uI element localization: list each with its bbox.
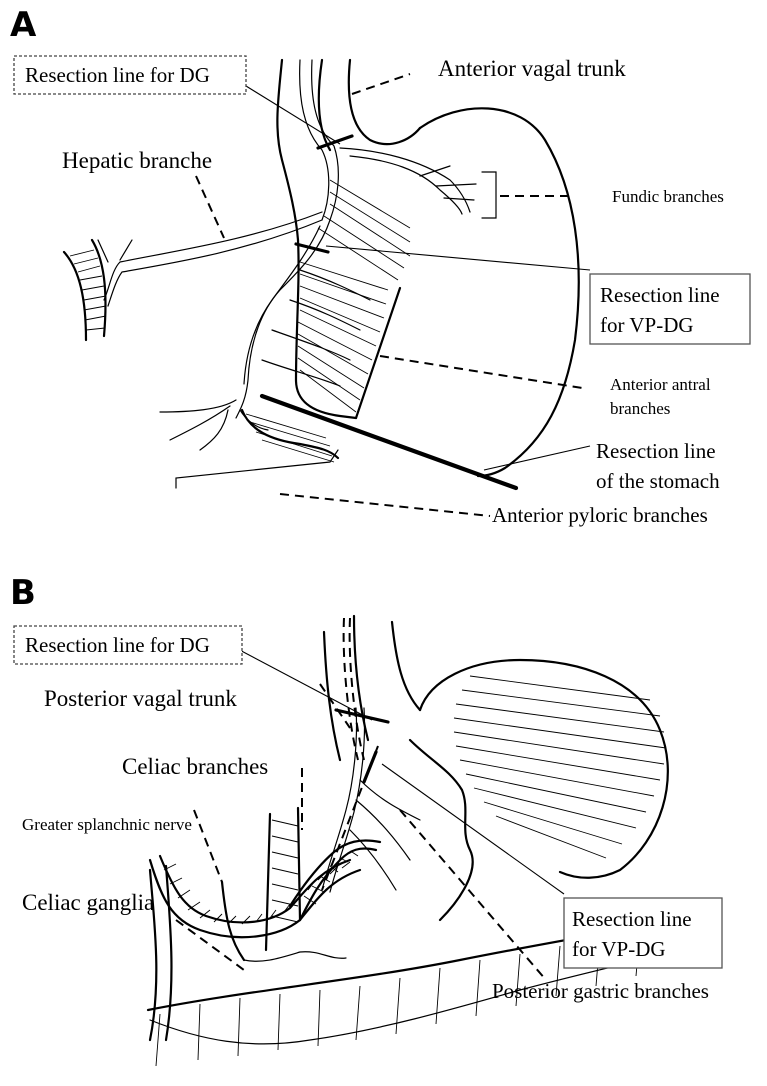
posterior-vagal-trunk-label: Posterior vagal trunk — [44, 686, 237, 711]
posterior-gastric-label: Posterior gastric branches — [492, 979, 709, 1003]
fundus-hatching — [454, 676, 666, 858]
posterior-gastric-pointer — [400, 810, 546, 980]
hepatic-vessel-left — [64, 252, 86, 340]
panel-a-letter: A — [10, 5, 37, 45]
anterior-antral-pointer — [380, 356, 582, 388]
hepatic-branche-pointer — [196, 176, 224, 238]
antrum-hatching — [298, 262, 388, 412]
panel-a: A — [10, 5, 750, 527]
dg-label-b: Resection line for DG — [25, 633, 210, 657]
anterior-vagal-trunk-pointer — [352, 74, 410, 94]
stomach-resection-label-line1: Resection line — [596, 439, 716, 463]
hepatic-branche-label: Hepatic branche — [62, 148, 212, 173]
crus-hatching — [272, 820, 298, 922]
vpdg-resection-mark-b — [364, 752, 376, 782]
stomach-greater-curvature — [420, 108, 579, 476]
hepatic-branch-ends — [98, 240, 132, 262]
celiac-ganglia-label: Celiac ganglia — [22, 890, 154, 915]
vpdg-label-b-line1: Resection line — [572, 907, 692, 931]
anterior-pyloric-label: Anterior pyloric branches — [492, 503, 708, 527]
hepatic-branch-2 — [108, 220, 322, 306]
fundus-outline — [420, 660, 668, 878]
celiac-ganglia-pointer — [176, 920, 244, 970]
anterior-antral-label-line2: branches — [610, 399, 670, 418]
vpdg-leader-a — [326, 246, 590, 270]
greater-splanchnic-label: Greater splanchnic nerve — [22, 815, 192, 834]
ganglia-outline — [244, 952, 346, 962]
dg-resection-mark — [318, 136, 352, 148]
splanchnic-pointer — [194, 810, 222, 882]
pyloric-hatching — [246, 414, 334, 462]
esophagus-right-wall — [349, 60, 420, 144]
posterior-vagal-nerve-1 — [322, 708, 357, 890]
stomach-resection-label-line2: of the stomach — [596, 469, 720, 493]
antral-branches — [262, 270, 370, 386]
crus-right-edge — [298, 808, 300, 920]
stomach-resection-line — [262, 396, 516, 488]
vpdg-leader-b — [382, 764, 564, 894]
crus-left-edge — [266, 814, 270, 950]
posterior-gastric-branch-lines — [350, 780, 420, 890]
antrum-edge — [356, 288, 400, 418]
vpdg-label-b-line2: for VP-DG — [572, 937, 666, 961]
esophagus-left-wall — [277, 60, 298, 240]
vpdg-resection-mark — [296, 244, 328, 252]
vpdg-label-a-line1: Resection line — [600, 283, 720, 307]
hepatic-branch-1 — [104, 212, 322, 300]
celiac-branches-label: Celiac branches — [122, 754, 268, 779]
body-hatching — [318, 180, 410, 280]
fundic-branches-label: Fundic branches — [612, 187, 724, 206]
fundic-branch-tips — [420, 166, 476, 200]
posterior-wall-edge — [410, 740, 473, 920]
stomach-resection-leader — [484, 446, 590, 470]
panel-b-letter: B — [10, 573, 36, 613]
latarjet-nerve-2 — [244, 226, 320, 384]
anterior-pyloric-pointer — [280, 494, 490, 516]
vpdg-label-a-line2: for VP-DG — [600, 313, 694, 337]
esophagus-b-right — [392, 622, 420, 710]
anterior-vagal-trunk-label: Anterior vagal trunk — [438, 56, 626, 81]
dg-leader-a — [246, 86, 340, 144]
fundic-bracket — [482, 172, 496, 218]
panel-b: B — [10, 573, 722, 1066]
anterior-antral-label-line1: Anterior antral — [610, 375, 711, 394]
dg-label-a: Resection line for DG — [25, 63, 210, 87]
left-vessel-2 — [166, 866, 171, 1040]
